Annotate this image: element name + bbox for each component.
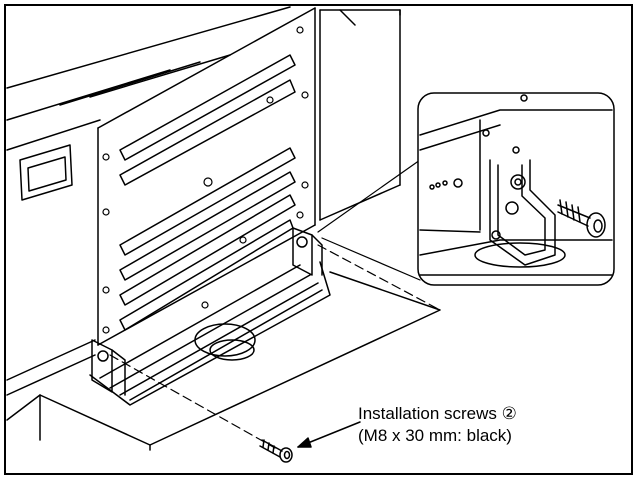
inset-connector: [317, 159, 421, 281]
zoom-inset: [417, 92, 615, 286]
right-bracket: [292, 227, 323, 276]
callout-line-1: Installation screws ②: [358, 404, 517, 423]
left-bracket: [91, 339, 126, 396]
leader-lines: [109, 244, 441, 449]
callout-arrow: [297, 421, 361, 448]
callout-label: Installation screws ② (M8 x 30 mm: black…: [358, 404, 517, 445]
callout-line-2: (M8 x 30 mm: black): [358, 426, 512, 445]
screw-icon: [259, 439, 293, 463]
side-handle: [19, 144, 73, 201]
mounting-holes: [102, 26, 309, 334]
tv-cabinet: [6, 6, 291, 441]
